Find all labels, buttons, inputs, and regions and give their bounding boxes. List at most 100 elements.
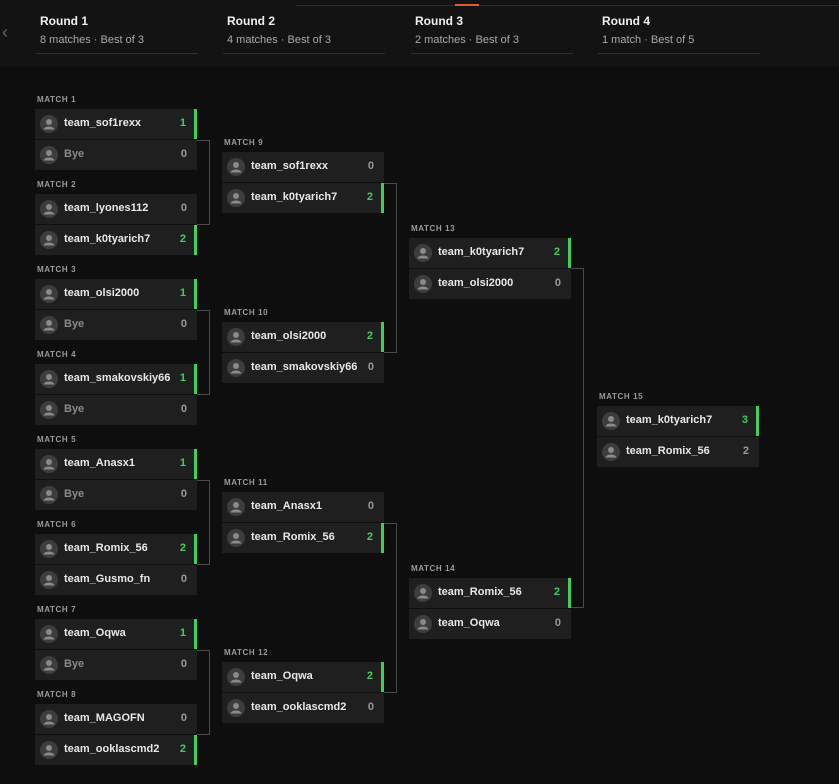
match-label: MATCH 6 [37, 520, 77, 529]
match-label: MATCH 13 [411, 223, 456, 233]
team-name: team_lyones112 [64, 202, 149, 214]
bracket-header [0, 0, 839, 66]
match-label: MATCH 10 [224, 308, 269, 317]
team-slot[interactable]: Bye 0 [35, 650, 197, 680]
team-score: 2 [742, 445, 749, 457]
active-indicator [455, 4, 479, 6]
team-name: team_Anasx1 [251, 500, 322, 512]
team-avatar-icon [414, 274, 432, 293]
team-score: 0 [367, 500, 374, 512]
team-avatar-icon [414, 583, 432, 602]
team-name: Bye [64, 488, 85, 500]
team-avatar-icon [40, 401, 58, 419]
round-subtitle: 2 matches · Best of 3 [415, 34, 519, 46]
bracket-connector [197, 649, 210, 735]
match-label: MATCH 7 [37, 605, 77, 614]
team-slot[interactable]: team_Romix_56 2 [597, 437, 759, 467]
team-name: team_olsi2000 [251, 330, 327, 342]
team-score: 0 [367, 361, 374, 373]
round-title: Round 4 [602, 14, 650, 28]
team-name: team_k0tyarich7 [251, 191, 338, 203]
team-avatar-icon [40, 455, 58, 473]
team-score: 2 [366, 531, 373, 543]
team-score: 0 [180, 202, 187, 214]
team-avatar-icon [227, 699, 245, 717]
team-avatar-icon [40, 656, 58, 674]
team-avatar-icon [40, 115, 58, 133]
team-name: team_Romix_56 [626, 445, 710, 457]
chevron-left-icon[interactable]: ‹ [2, 22, 8, 42]
team-avatar-icon [40, 486, 58, 504]
match-label: MATCH 2 [37, 180, 77, 189]
header-top-rule [296, 5, 839, 6]
team-avatar-icon [40, 316, 58, 334]
team-avatar-icon [40, 741, 58, 759]
round-divider [598, 53, 760, 54]
match-label: MATCH 15 [599, 392, 644, 401]
team-avatar-icon [227, 498, 245, 516]
round-title: Round 3 [415, 14, 463, 28]
round-divider [223, 53, 385, 54]
team-avatar-icon [40, 285, 58, 303]
team-score: 1 [179, 372, 186, 384]
team-name: Bye [64, 658, 85, 670]
team-name: team_k0tyarich7 [64, 233, 151, 245]
team-score: 2 [553, 245, 560, 258]
team-score: 2 [179, 743, 186, 755]
team-score: 0 [180, 573, 187, 585]
team-slot[interactable]: team_Anasx1 0 [222, 492, 384, 522]
team-name: team_Oqwa [438, 616, 500, 629]
match-label: MATCH 12 [224, 648, 269, 657]
round-subtitle: 8 matches · Best of 3 [40, 34, 144, 46]
match-label: MATCH 5 [37, 435, 77, 444]
team-score: 1 [179, 117, 186, 129]
team-score: 0 [180, 712, 187, 724]
team-name: Bye [64, 403, 85, 415]
team-slot[interactable]: team_lyones112 0 [35, 194, 197, 224]
team-name: Bye [64, 318, 85, 330]
round-subtitle: 1 match · Best of 5 [602, 34, 695, 46]
team-score: 0 [180, 658, 187, 670]
